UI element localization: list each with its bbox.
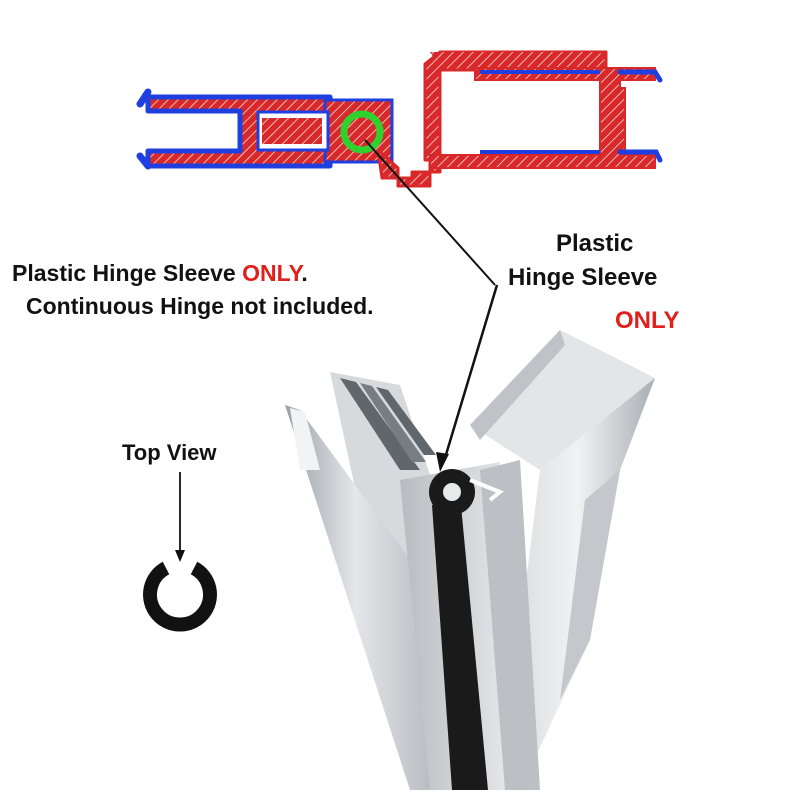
note-plastic: Plastic: [12, 260, 87, 286]
hinge-sleeve-strip: [432, 495, 488, 790]
note-period: .: [301, 260, 308, 286]
leader-lines: [175, 139, 499, 562]
note-line-2: Continuous Hinge not included.: [26, 293, 374, 319]
sleeve-ring-highlight: [340, 110, 384, 154]
top-view-label: Top View: [122, 440, 217, 465]
top-view-ring: [143, 561, 217, 632]
callout-hinge-sleeve: Hinge Sleeve: [508, 264, 658, 291]
callout-plastic: Plastic: [556, 230, 634, 257]
note-hinge-sleeve: Hinge Sleeve: [92, 260, 236, 286]
note-line-1: Plastic Hinge Sleeve ONLY.: [12, 262, 308, 285]
cross-section-profile: [136, 50, 663, 188]
leader-line-bottom: [443, 284, 499, 459]
callout-only: ONLY: [615, 307, 680, 334]
leader-arrowhead: [436, 452, 449, 472]
aluminum-extrusion: [285, 330, 655, 790]
leader-line-top: [364, 139, 496, 286]
top-view-arrowhead: [175, 550, 185, 562]
note-only: ONLY: [242, 260, 302, 286]
profile-right-channel: [429, 67, 656, 169]
